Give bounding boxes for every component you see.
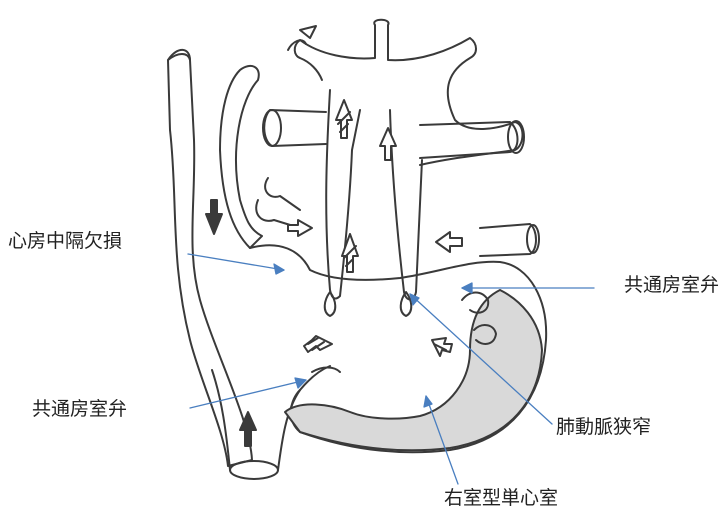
flow-arrow-ivc-up bbox=[239, 411, 257, 447]
left-pulmonary-artery bbox=[263, 109, 327, 147]
pointer-srv-head bbox=[423, 395, 433, 408]
flow-arrow-top-aorta bbox=[299, 25, 317, 39]
label-common-av-valve-right: 共通房室弁 bbox=[624, 274, 720, 296]
right-vessel-opening bbox=[507, 120, 525, 154]
flow-arrow-pv bbox=[287, 219, 313, 237]
pointer-ps bbox=[409, 293, 553, 425]
pulmonary-vein-left bbox=[255, 177, 301, 229]
valve-leaflet-right bbox=[461, 291, 497, 345]
right-lower-vessel bbox=[479, 223, 537, 257]
pointer-av-left bbox=[189, 379, 307, 409]
label-atrial-septal-defect: 心房中隔欠損 bbox=[8, 230, 123, 252]
flow-arrow-up-2 bbox=[379, 127, 397, 161]
pulmonary-trunk-right bbox=[389, 109, 423, 301]
pointer-av-right-head bbox=[461, 282, 473, 294]
pointer-ps-head bbox=[409, 293, 420, 306]
inferior-vena-cava-top bbox=[167, 53, 191, 61]
pulmonary-valve-left bbox=[323, 291, 337, 317]
ventricle-wall bbox=[284, 289, 543, 452]
right-pulmonary-vessel bbox=[419, 121, 519, 159]
aortic-branch-small bbox=[287, 39, 307, 51]
left-vessel-branch bbox=[219, 64, 263, 249]
aortic-arch bbox=[299, 18, 524, 166]
flow-arrow-down-svc bbox=[205, 199, 223, 235]
pointer-av-left-head bbox=[294, 377, 307, 389]
flow-arrow-ventricle-left bbox=[303, 335, 333, 353]
pointer-srv bbox=[425, 395, 459, 485]
right-lower-vessel-opening bbox=[526, 224, 540, 254]
valve-line-left bbox=[311, 366, 341, 373]
pointer-asd-head bbox=[273, 263, 285, 275]
label-single-right-ventricle: 右室型単心室 bbox=[444, 487, 559, 509]
flow-arrow-la bbox=[435, 231, 463, 253]
pointer-lines bbox=[187, 253, 595, 485]
flow-arrow-ventricle-right bbox=[431, 337, 453, 357]
label-pulmonary-stenosis: 肺動脈狭窄 bbox=[556, 416, 652, 438]
aortic-branch-left bbox=[293, 39, 323, 81]
inferior-vena-cava-opening bbox=[229, 460, 279, 480]
flow-arrow-up-3 bbox=[341, 233, 359, 273]
pointer-asd bbox=[187, 253, 285, 271]
flow-arrow-up-1 bbox=[335, 99, 353, 139]
left-pulmonary-artery-opening bbox=[262, 109, 282, 147]
label-common-av-valve-left: 共通房室弁 bbox=[32, 398, 128, 420]
pulmonary-valve-right bbox=[399, 291, 413, 317]
